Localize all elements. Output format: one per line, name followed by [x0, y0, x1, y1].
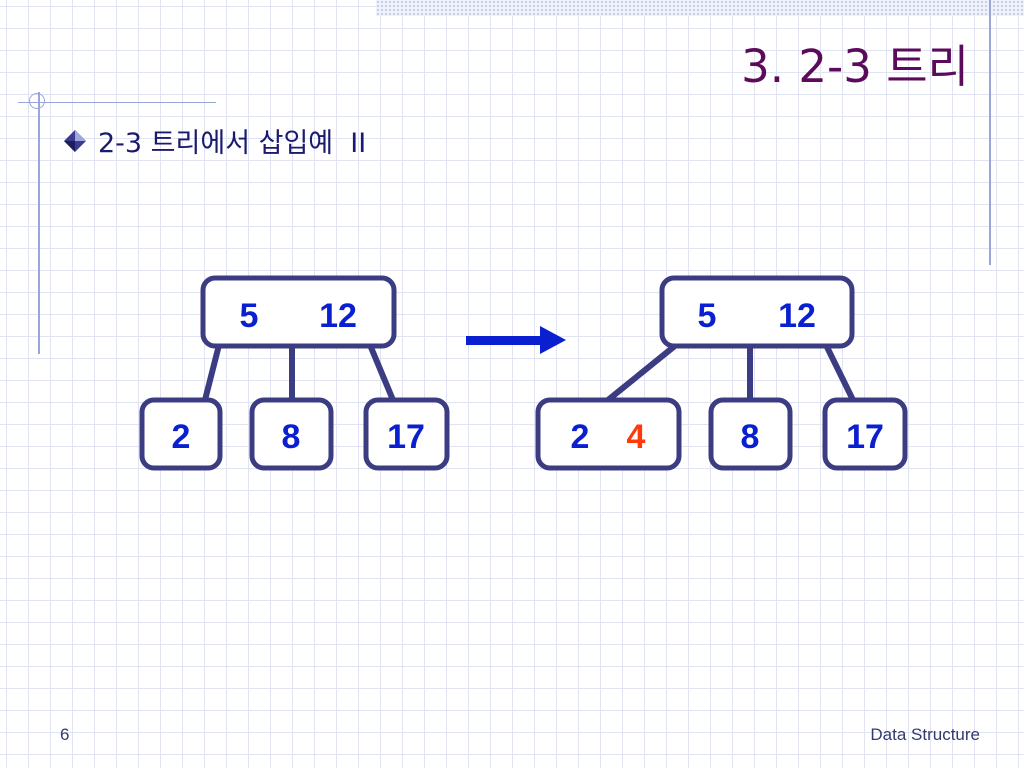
decorative-top-band — [376, 0, 1024, 16]
edge-root-to-left — [605, 342, 679, 403]
slide-number: 6 — [60, 725, 70, 744]
node-key: 5 — [240, 297, 259, 335]
edge-root-to-left — [202, 342, 222, 403]
before-tree: 5 12 2 8 17 — [139, 275, 450, 471]
decorative-right-line — [989, 0, 991, 265]
footer-course-title: Data Structure — [870, 725, 980, 744]
node-key: 12 — [319, 297, 357, 335]
node-key: 12 — [778, 297, 816, 335]
after-tree: 5 12 2 4 8 17 — [535, 275, 908, 471]
diamond-bullet-icon — [64, 129, 86, 152]
node-key: 2 — [172, 418, 191, 456]
edge-root-to-right — [823, 342, 856, 403]
after-tree-edges — [605, 342, 856, 403]
bullet-item: 2-3 트리에서 삽입예 II — [62, 121, 366, 160]
edge-root-to-right — [367, 342, 396, 403]
bullet-text: 2-3 트리에서 삽입예 II — [98, 128, 367, 159]
node-key: 17 — [846, 418, 884, 456]
tree-node-middle: 8 — [249, 397, 334, 471]
node-key: 5 — [698, 297, 717, 335]
node-key: 2 — [571, 418, 590, 456]
before-tree-edges — [202, 342, 396, 403]
node-key: 17 — [387, 418, 425, 456]
crosshair-icon — [29, 93, 45, 109]
decorative-left-line — [38, 92, 40, 354]
tree-node-root: 5 12 — [659, 275, 855, 349]
tree-node-middle: 8 — [708, 397, 793, 471]
tree-node-right: 17 — [822, 397, 908, 471]
node-key: 8 — [282, 418, 301, 456]
tree-node-left: 2 — [139, 397, 223, 471]
slide-title: 3. 2-3 트리 — [741, 40, 969, 93]
right-arrow-icon — [466, 326, 566, 354]
node-key: 8 — [741, 418, 760, 456]
tree-node-left: 2 4 — [535, 397, 682, 471]
inserted-key: 4 — [627, 418, 646, 456]
tree-node-right: 17 — [363, 397, 450, 471]
decorative-horizontal-line — [18, 102, 216, 103]
tree-node-root: 5 12 — [200, 275, 397, 349]
